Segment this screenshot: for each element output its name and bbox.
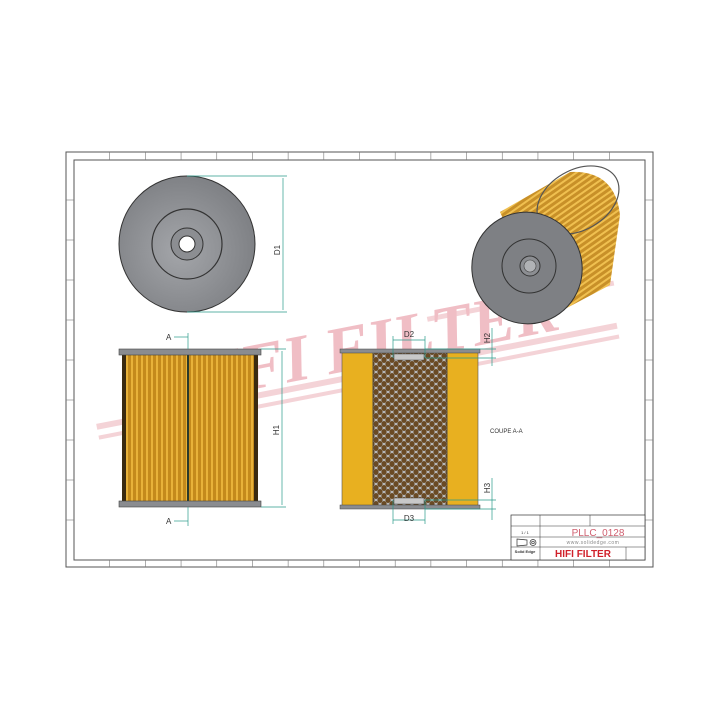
dimension-h3: H3	[483, 482, 492, 493]
scale-value: 1 / 1	[521, 530, 530, 535]
brand-name: HIFI FILTER	[555, 549, 612, 560]
projection-symbol-icon	[516, 538, 537, 547]
isometric-view	[471, 165, 620, 325]
title-block: 1 / 1 PLLC_0128 www.solidedge.com Solid …	[510, 514, 646, 561]
section-mark-bottom: A	[166, 517, 172, 526]
part-number: PLLC_0128	[572, 528, 625, 539]
software-label: Solid Edge	[515, 549, 536, 554]
dimension-d3: D3	[404, 514, 415, 523]
dimension-h1: H1	[272, 424, 281, 435]
dimension-d1: D1	[273, 244, 282, 255]
section-title: COUPE A-A	[490, 429, 523, 435]
dimension-d2: D2	[404, 330, 415, 339]
website: www.solidedge.com	[567, 540, 620, 546]
section-mark-top: A	[166, 333, 172, 342]
section-view: D2 D3 H2 H3 COUPE A-A	[339, 328, 523, 524]
drawing-frame	[65, 151, 654, 568]
side-view: A A H1	[118, 333, 286, 526]
end-view: D1	[118, 175, 287, 313]
dimension-h2: H2	[483, 332, 492, 343]
